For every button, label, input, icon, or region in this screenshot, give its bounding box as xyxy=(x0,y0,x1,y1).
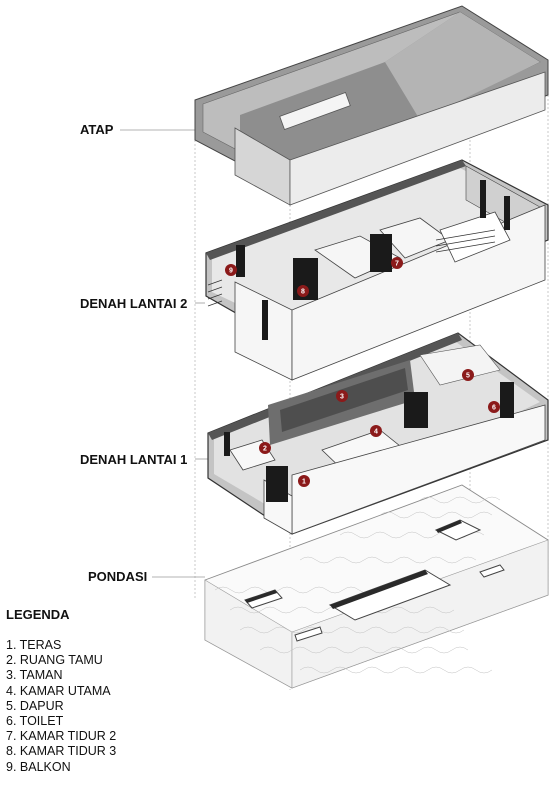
marker-1-label: 1 xyxy=(302,479,306,486)
legend-title: LEGENDA xyxy=(6,607,70,622)
marker-6: 6 xyxy=(488,401,500,413)
legend-item: 8. KAMAR TIDUR 3 xyxy=(6,744,117,759)
legend-item: 6. TOILET xyxy=(6,714,64,729)
marker-7-label: 7 xyxy=(395,261,399,268)
marker-2-label: 2 xyxy=(263,446,267,453)
legend-item: 3. TAMAN xyxy=(6,668,63,683)
foundation-level xyxy=(204,484,549,689)
marker-1: 1 xyxy=(298,475,310,487)
level-label-roof: ATAP xyxy=(80,122,114,137)
marker-8: 8 xyxy=(297,285,309,297)
legend-item: 5. DAPUR xyxy=(6,698,64,713)
legend-item: 2. RUANG TAMU xyxy=(6,653,103,668)
floor2-level xyxy=(205,159,549,381)
roof-skylight xyxy=(279,91,351,131)
legend-item: 4. KAMAR UTAMA xyxy=(6,683,111,698)
legend-item: 9. BALKON xyxy=(6,759,71,774)
level-label-floor1: DENAH LANTAI 1 xyxy=(80,452,187,467)
marker-3: 3 xyxy=(336,390,348,402)
marker-4-label: 4 xyxy=(374,429,378,436)
level-label-foundation: PONDASI xyxy=(88,569,147,584)
roof-level xyxy=(194,5,549,206)
marker-9: 9 xyxy=(225,264,237,276)
legend-list: 1. TERAS 2. RUANG TAMU 3. TAMAN 4. KAMAR… xyxy=(6,638,116,775)
label-leaders xyxy=(120,129,208,578)
marker-4: 4 xyxy=(370,425,382,437)
marker-2: 2 xyxy=(259,442,271,454)
level-label-floor2: DENAH LANTAI 2 xyxy=(80,296,187,311)
marker-6-label: 6 xyxy=(492,405,496,412)
marker-5: 5 xyxy=(462,369,474,381)
marker-9-label: 9 xyxy=(229,268,233,275)
marker-5-label: 5 xyxy=(466,373,470,380)
marker-8-label: 8 xyxy=(301,289,305,296)
legend-item: 7. KAMAR TIDUR 2 xyxy=(6,729,117,744)
marker-7: 7 xyxy=(391,257,403,269)
legend-item: 1. TERAS xyxy=(6,638,62,652)
marker-3-label: 3 xyxy=(340,394,344,401)
